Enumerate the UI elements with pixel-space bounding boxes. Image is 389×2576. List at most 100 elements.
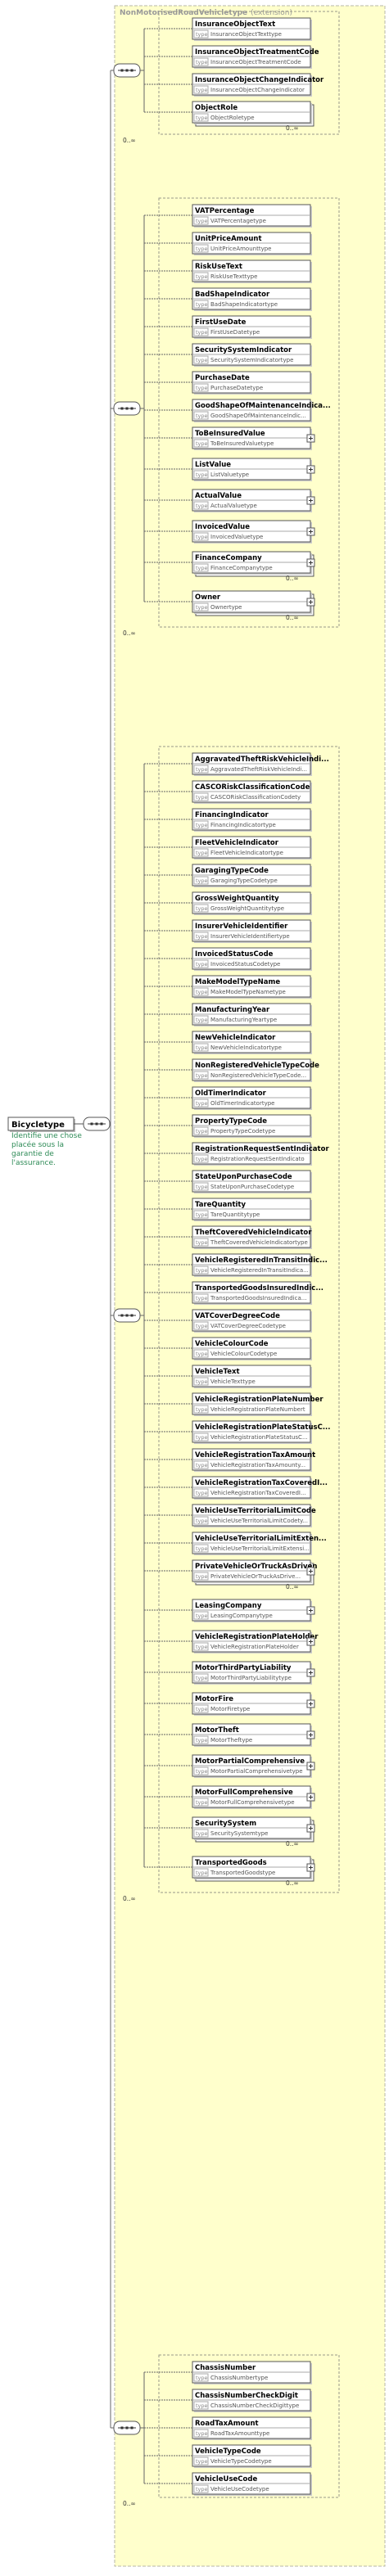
type-prefix: type bbox=[196, 1644, 208, 1650]
expand-plus-icon[interactable] bbox=[306, 434, 315, 443]
expand-plus-icon[interactable] bbox=[306, 558, 315, 567]
type-prefix: type bbox=[196, 1462, 208, 1468]
expand-plus-icon[interactable] bbox=[306, 1730, 315, 1739]
expand-plus-icon[interactable] bbox=[306, 1567, 315, 1576]
expand-plus-icon[interactable] bbox=[306, 1824, 315, 1833]
expand-plus-icon[interactable] bbox=[306, 496, 315, 505]
type-tag bbox=[193, 244, 209, 253]
type-tag bbox=[193, 2456, 209, 2465]
group-sequence-compositor[interactable] bbox=[113, 401, 141, 416]
group-box bbox=[158, 746, 340, 1893]
root-sequence-compositor[interactable] bbox=[83, 1117, 111, 1131]
expand-plus-icon[interactable] bbox=[306, 598, 315, 607]
type-tag bbox=[193, 1126, 209, 1135]
sequence-dot bbox=[120, 407, 124, 410]
group-sequence-compositor[interactable] bbox=[113, 1308, 141, 1323]
type-prefix: type bbox=[196, 1072, 208, 1079]
type-tag bbox=[193, 563, 209, 572]
type-tag bbox=[193, 2401, 209, 2410]
type-tag bbox=[193, 1829, 209, 1838]
type-prefix: type bbox=[196, 31, 208, 38]
expand-plus-icon[interactable] bbox=[306, 1793, 315, 1802]
expand-plus-icon[interactable] bbox=[306, 1699, 315, 1708]
expand-plus-icon[interactable] bbox=[306, 1637, 315, 1646]
element-name: VehicleUseCode bbox=[195, 2475, 257, 2484]
type-prefix: type bbox=[196, 1044, 208, 1051]
expand-plus-icon[interactable] bbox=[306, 1863, 315, 1872]
type-tag bbox=[193, 1735, 209, 1744]
group-sequence-compositor[interactable] bbox=[113, 2420, 141, 2435]
expand-plus-icon[interactable] bbox=[306, 1762, 315, 1771]
expand-plus-icon[interactable] bbox=[306, 465, 315, 474]
type-tag bbox=[193, 383, 209, 392]
expand-plus-icon[interactable] bbox=[306, 1668, 315, 1677]
expand-plus-icon[interactable] bbox=[306, 527, 315, 536]
expand-plus-icon[interactable] bbox=[306, 1606, 315, 1615]
element-type: AggravatedTheftRiskVehicleIndi... bbox=[210, 766, 307, 773]
group-sequence-compositor[interactable] bbox=[113, 63, 141, 78]
